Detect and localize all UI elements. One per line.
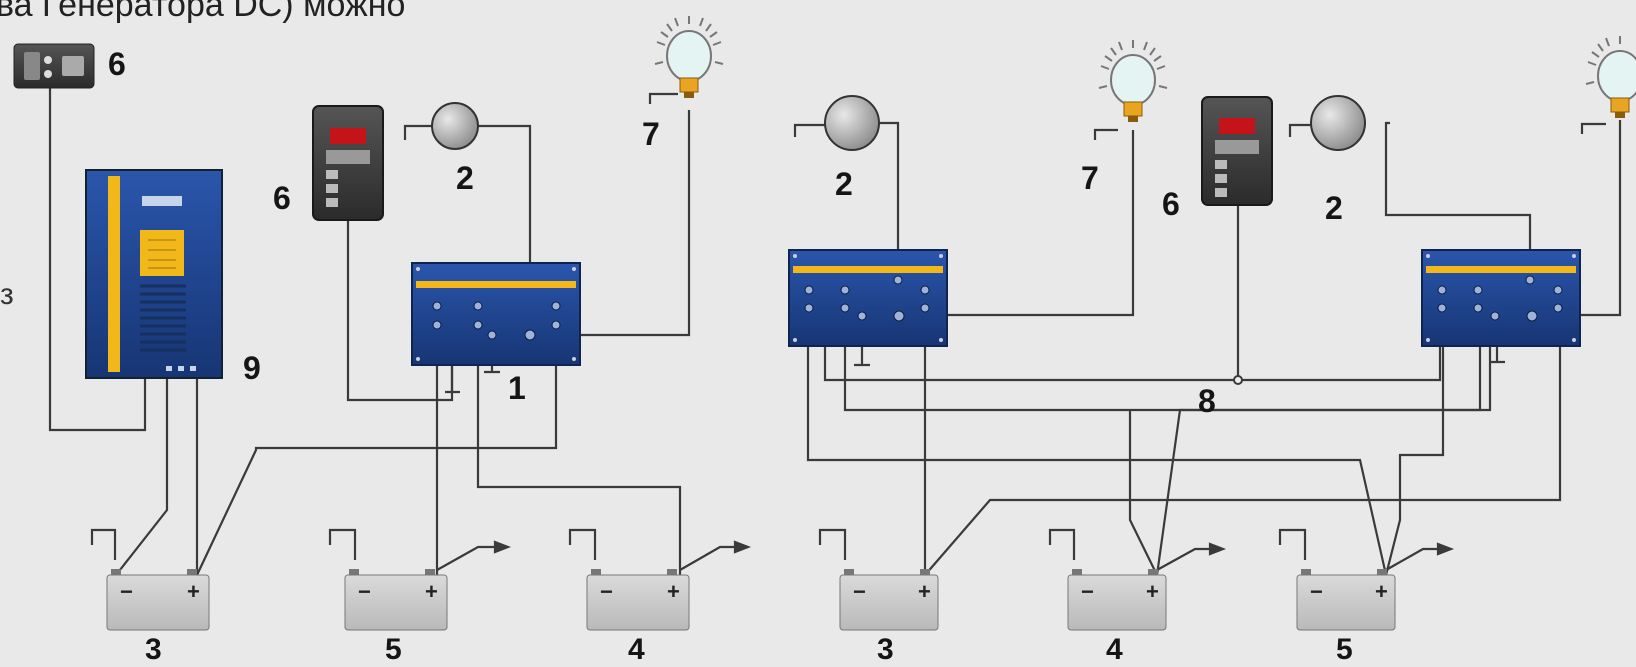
ground-symbol-icon — [568, 528, 597, 560]
ground-symbol-icon — [818, 528, 847, 560]
label-7-left: 7 — [642, 116, 660, 152]
battery-plus-label: + — [918, 579, 931, 604]
ground-symbol-icon — [648, 92, 678, 104]
battery-minus-label: − — [600, 579, 613, 604]
label-6-remote-right: 6 — [1162, 186, 1180, 222]
label-2-left: 2 — [456, 160, 474, 196]
label-2-mid: 2 — [835, 166, 853, 202]
label-8: 8 — [1198, 383, 1216, 419]
arrow-icon — [1156, 542, 1227, 571]
remote-panel-icon — [312, 105, 384, 221]
label-2-right: 2 — [1325, 190, 1343, 226]
ground-symbol-icon — [328, 528, 357, 560]
sensor-icon — [431, 102, 479, 150]
battery-plus-label: + — [1375, 579, 1388, 604]
arrow-icon — [679, 540, 752, 571]
ground-symbol-icon — [1580, 122, 1606, 134]
light-bulb-icon — [654, 16, 724, 98]
battery-plus-label: + — [667, 579, 680, 604]
battery-icon: − + — [344, 569, 448, 631]
charger-icon — [85, 169, 223, 379]
charge-distributor-icon — [788, 249, 948, 347]
battery-icon: − + — [106, 569, 210, 631]
arrow-icon — [436, 540, 512, 571]
ground-symbol-icon — [90, 528, 117, 560]
junction-node — [1233, 375, 1243, 385]
ground-symbol-icon — [1048, 528, 1076, 560]
light-bulb-icon — [1098, 40, 1168, 122]
label-4-left: 4 — [628, 633, 645, 666]
ground-symbols — [90, 92, 1606, 560]
charge-distributor-icon — [411, 262, 581, 366]
switch-panel-icon — [13, 43, 95, 89]
label-6-switch: 6 — [108, 46, 126, 82]
label-7-mid: 7 — [1081, 160, 1099, 196]
battery-icon: − + — [1296, 569, 1396, 631]
wires — [48, 85, 1622, 576]
battery-minus-label: − — [853, 579, 866, 604]
label-1: 1 — [508, 370, 526, 406]
label-6-remote-left: 6 — [273, 180, 291, 216]
ground-symbol-icon — [793, 123, 830, 137]
label-5-left: 5 — [385, 633, 402, 666]
battery-minus-label: − — [1310, 579, 1323, 604]
battery-minus-label: − — [120, 579, 133, 604]
side-text: з — [0, 278, 14, 311]
label-9: 9 — [243, 350, 261, 386]
ground-symbol-icon — [403, 124, 438, 140]
arrow-icon — [1385, 542, 1455, 571]
battery-icon: − + — [1067, 569, 1167, 631]
label-3-right: 3 — [877, 633, 894, 666]
battery-plus-label: + — [187, 579, 200, 604]
charge-distributor-icon — [1421, 249, 1581, 347]
battery-plus-label: + — [1146, 579, 1159, 604]
sensor-icon — [1310, 95, 1366, 151]
light-bulb-icon — [1585, 36, 1636, 118]
arrows — [436, 540, 1455, 571]
battery-icon: − + — [839, 569, 939, 631]
ground-symbol-icon — [1093, 128, 1118, 140]
sensor-icon — [824, 95, 880, 151]
battery-icon: − + — [586, 569, 690, 631]
battery-minus-label: − — [358, 579, 371, 604]
battery-minus-label: − — [1081, 579, 1094, 604]
header-text: ва Генератора DC) можно — [0, 0, 406, 24]
battery-plus-label: + — [425, 579, 438, 604]
label-3-left: 3 — [145, 633, 162, 666]
ground-symbol-icon — [1278, 528, 1307, 560]
label-5-right: 5 — [1336, 633, 1353, 666]
remote-panel-icon — [1201, 96, 1273, 206]
label-4-right: 4 — [1106, 633, 1123, 666]
